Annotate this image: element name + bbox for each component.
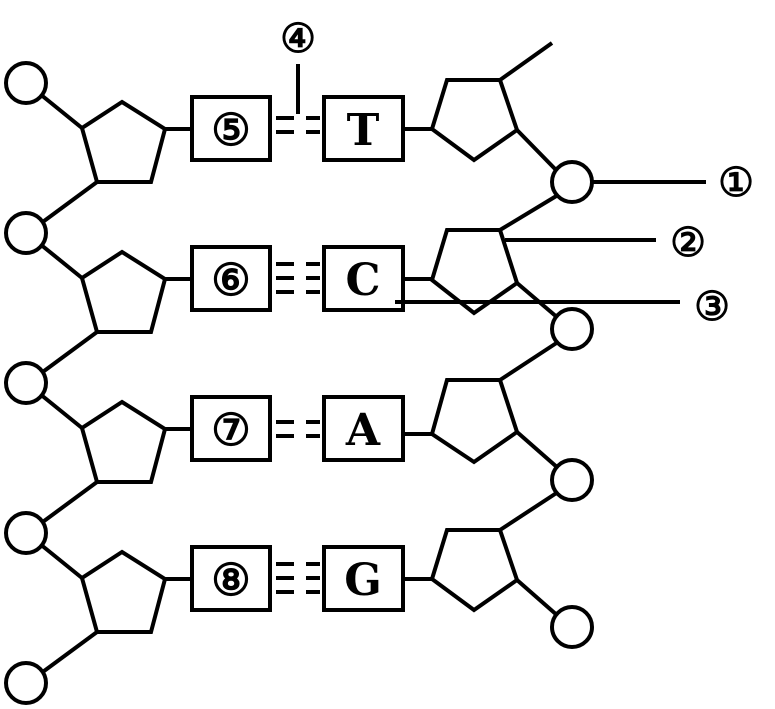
left-phosphate-1 xyxy=(4,61,48,105)
right-deoxyribose-3 xyxy=(429,378,520,465)
right-deoxyribose-1 xyxy=(429,78,520,163)
callout-label-2: ② xyxy=(670,219,706,266)
right-base-4: G xyxy=(322,545,405,612)
right-base-2-label: C xyxy=(345,255,380,306)
left-phosphate-5 xyxy=(4,661,48,705)
left-base-2-label: ⑥ xyxy=(211,255,250,306)
callout-label-4: ④ xyxy=(280,15,316,62)
right-phosphate-3 xyxy=(550,458,594,502)
left-strand-backbone xyxy=(38,92,99,676)
left-base-2: ⑥ xyxy=(190,245,272,312)
callout-label-3: ③ xyxy=(694,283,730,330)
right-phosphate-4 xyxy=(550,605,594,649)
left-base-3-label: ⑦ xyxy=(211,405,250,456)
right-strand-backbone xyxy=(498,41,560,618)
left-base-3: ⑦ xyxy=(190,395,272,462)
hydrogen-bonds-1 xyxy=(276,116,320,134)
left-deoxyribose-4 xyxy=(79,549,168,634)
left-phosphate-3 xyxy=(4,361,48,405)
callout-label-1: ① xyxy=(718,159,754,206)
left-base-4-label: ⑧ xyxy=(211,555,250,606)
right-phosphate-2 xyxy=(550,307,594,351)
left-deoxyribose-1 xyxy=(79,99,168,184)
right-deoxyribose-2 xyxy=(429,228,520,316)
right-phosphate-1 xyxy=(550,160,594,204)
left-deoxyribose-2 xyxy=(79,249,168,334)
left-phosphate-4 xyxy=(4,511,48,555)
right-base-1: T xyxy=(322,95,405,162)
hydrogen-bonds-3 xyxy=(276,420,320,438)
right-base-2: C xyxy=(322,245,405,312)
right-base-1-label: T xyxy=(347,105,380,156)
right-deoxyribose-4 xyxy=(429,528,520,613)
hydrogen-bonds-4 xyxy=(276,562,320,594)
callout-leaders xyxy=(296,64,706,304)
right-base-4-label: G xyxy=(344,555,382,606)
left-base-1-label: ⑤ xyxy=(211,105,250,156)
left-base-4: ⑧ xyxy=(190,545,272,612)
left-base-1: ⑤ xyxy=(190,95,272,162)
hydrogen-bonds-2 xyxy=(276,262,320,294)
right-base-3-label: A xyxy=(345,405,381,456)
left-phosphate-2 xyxy=(4,211,48,255)
left-deoxyribose-3 xyxy=(79,399,168,484)
right-base-3: A xyxy=(322,395,405,462)
